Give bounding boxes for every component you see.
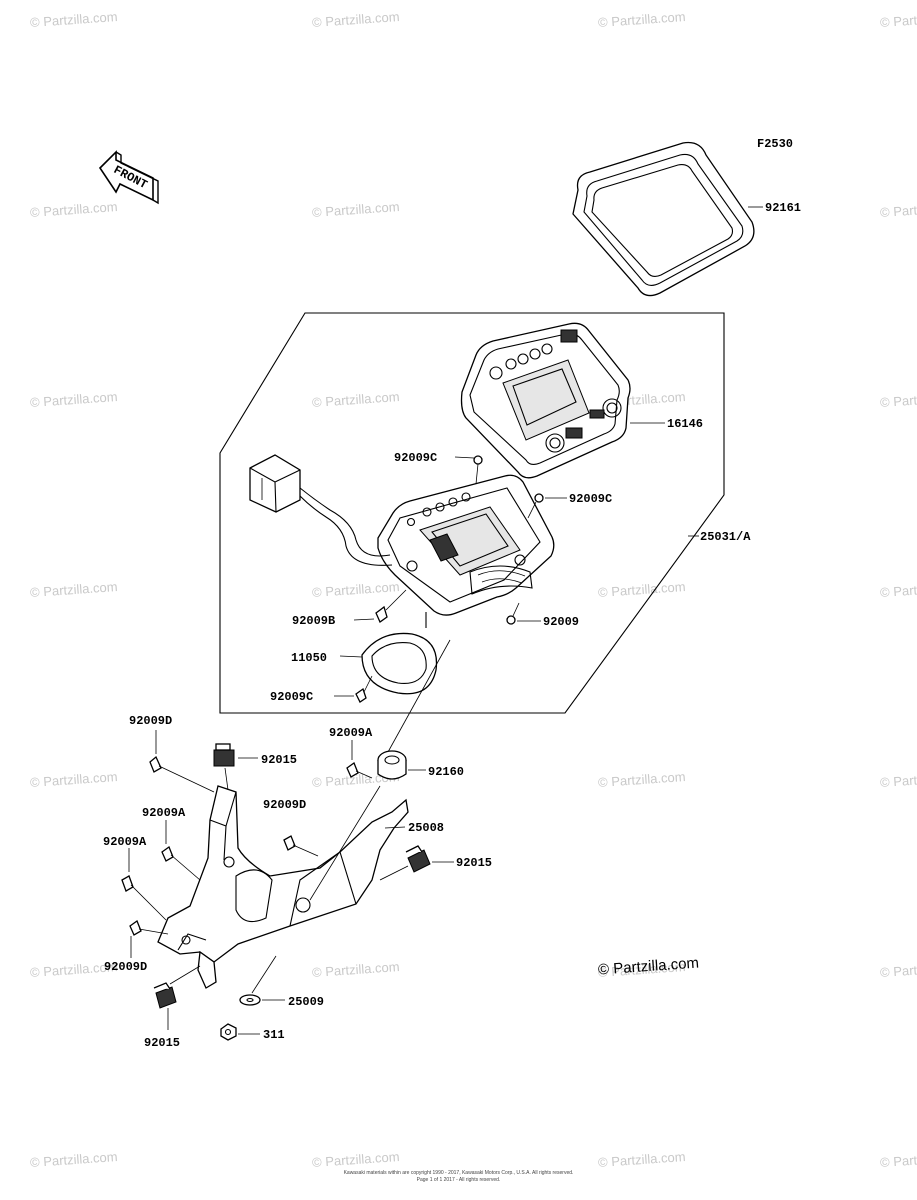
part-label-92009: 92009 bbox=[543, 615, 579, 629]
screw-92009c-right bbox=[527, 493, 544, 519]
screw-92009a-lower bbox=[121, 875, 167, 921]
part-label-92009a-a: 92009A bbox=[329, 726, 373, 740]
part-label-11050: 11050 bbox=[291, 651, 327, 665]
part-label-92009a-b: 92009A bbox=[142, 806, 186, 820]
screw-92009c-bottom bbox=[355, 675, 373, 703]
clip-nut-92015-top bbox=[213, 743, 235, 767]
part-label-25009: 25009 bbox=[288, 995, 324, 1009]
part-label-311: 311 bbox=[263, 1028, 285, 1042]
footer-line-2: Page 1 of 1 2017 - All rights reserved. bbox=[416, 1177, 501, 1183]
clip-nut-92015-right bbox=[405, 845, 431, 873]
part-label-92009a-c: 92009A bbox=[103, 835, 147, 849]
part-label-92161: 92161 bbox=[765, 201, 801, 215]
screw-92009d-bottom bbox=[129, 919, 169, 936]
screw-92009c-top bbox=[473, 455, 483, 485]
screw-92009d-middle bbox=[283, 835, 319, 857]
assembly-outline bbox=[219, 312, 725, 714]
grommet bbox=[377, 750, 407, 780]
washer bbox=[239, 994, 261, 1006]
meter-cover bbox=[460, 322, 631, 479]
part-label-92015-b: 92015 bbox=[456, 856, 492, 870]
part-label-25008: 25008 bbox=[408, 821, 444, 835]
part-label-25031a: 25031/A bbox=[700, 530, 751, 544]
part-label-16146: 16146 bbox=[667, 417, 703, 431]
screw-92009a-middle bbox=[161, 845, 201, 881]
part-label-92015-a: 92015 bbox=[261, 753, 297, 767]
clip-nut-92015-bottom bbox=[153, 982, 177, 1009]
screw-92009b bbox=[375, 589, 407, 623]
meter-bracket bbox=[157, 785, 409, 989]
part-label-92009c-a: 92009C bbox=[394, 451, 437, 465]
part-label-92009d-c: 92009D bbox=[104, 960, 147, 974]
meter-body bbox=[377, 474, 555, 628]
hex-nut-311 bbox=[220, 1023, 237, 1041]
footer-line-1: Kawasaki materials within are copyright … bbox=[343, 1170, 574, 1176]
part-label-92160: 92160 bbox=[428, 765, 464, 779]
screw-92009d-top bbox=[149, 755, 215, 793]
meter-connector bbox=[249, 454, 393, 566]
screw-92009 bbox=[506, 602, 520, 625]
part-label-92015-c: 92015 bbox=[144, 1036, 180, 1050]
part-label-92009d-b: 92009D bbox=[263, 798, 306, 812]
part-label-92009b: 92009B bbox=[292, 614, 335, 628]
part-label-92009c-b: 92009C bbox=[569, 492, 612, 506]
figure-code: F2530 bbox=[757, 137, 793, 151]
part-label-92009c-c: 92009C bbox=[270, 690, 313, 704]
meter-gasket-ring bbox=[361, 632, 438, 695]
lens-gasket bbox=[572, 141, 755, 297]
front-arrow-icon: FRONT bbox=[98, 150, 159, 205]
part-label-92009d-a: 92009D bbox=[129, 714, 172, 728]
screw-92009a-top bbox=[346, 761, 373, 779]
